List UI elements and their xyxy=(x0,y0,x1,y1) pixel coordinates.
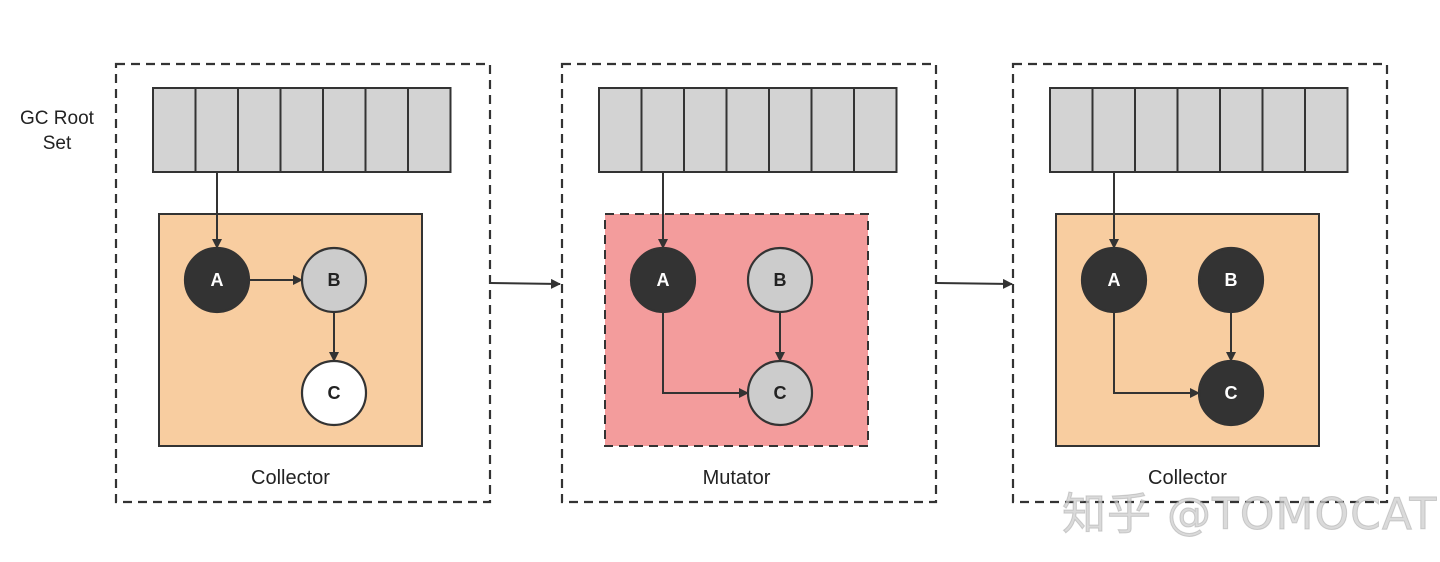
phase-transition-arrow xyxy=(936,278,1013,289)
phase-transition-arrow xyxy=(489,278,561,289)
panel-2: A B C Mutator xyxy=(560,62,938,504)
root-slot xyxy=(322,87,367,173)
reference-arrow-a-to-c xyxy=(1113,312,1200,398)
node-circle xyxy=(300,359,368,427)
root-slot xyxy=(768,87,813,173)
root-slot xyxy=(1049,87,1094,173)
watermark: 知乎 @TOMOCAT xyxy=(1061,489,1438,541)
panel-border xyxy=(560,62,938,504)
node-circle xyxy=(300,246,368,314)
heap-region xyxy=(604,213,869,447)
object-node-c: C xyxy=(300,359,368,427)
root-slot xyxy=(683,87,728,173)
gc-root-set xyxy=(1049,87,1349,173)
gc-root-set xyxy=(152,87,452,173)
node-label: C xyxy=(774,383,787,403)
node-circle xyxy=(746,246,814,314)
root-slot xyxy=(1134,87,1179,173)
root-slot xyxy=(1176,87,1221,173)
node-label: C xyxy=(328,383,341,403)
gc-root-set-label: GC Root Set xyxy=(20,108,94,154)
object-node-a: A xyxy=(1080,246,1148,314)
object-node-a: A xyxy=(629,246,697,314)
panel-caption: Collector xyxy=(1148,467,1227,489)
heap-region xyxy=(1055,213,1320,447)
panel-1: A B C Collector xyxy=(114,62,492,504)
node-circle xyxy=(629,246,697,314)
root-slot xyxy=(152,87,197,173)
node-circle xyxy=(1197,359,1265,427)
root-slot xyxy=(598,87,643,173)
reference-arrow-a-to-c xyxy=(662,312,749,398)
heap-region xyxy=(158,213,423,447)
object-node-b: B xyxy=(300,246,368,314)
root-slot xyxy=(1091,87,1136,173)
panel-caption: Collector xyxy=(251,467,330,489)
root-slot xyxy=(853,87,898,173)
node-circle xyxy=(183,246,251,314)
root-slot xyxy=(279,87,324,173)
root-slot xyxy=(810,87,855,173)
root-slot xyxy=(1304,87,1349,173)
root-slot xyxy=(364,87,409,173)
node-label: A xyxy=(211,270,224,290)
panel-border xyxy=(1011,62,1389,504)
object-node-c: C xyxy=(1197,359,1265,427)
node-label: B xyxy=(774,270,787,290)
root-slot xyxy=(725,87,770,173)
root-slot xyxy=(1219,87,1264,173)
root-slot xyxy=(237,87,282,173)
node-circle xyxy=(1080,246,1148,314)
node-label: A xyxy=(1108,270,1121,290)
node-label: B xyxy=(1225,270,1238,290)
gc-root-set xyxy=(598,87,898,173)
root-slot xyxy=(194,87,239,173)
root-slot xyxy=(640,87,685,173)
node-circle xyxy=(1197,246,1265,314)
object-node-c: C xyxy=(746,359,814,427)
object-node-b: B xyxy=(1197,246,1265,314)
node-label: A xyxy=(657,270,670,290)
root-slot xyxy=(407,87,452,173)
node-circle xyxy=(746,359,814,427)
node-label: B xyxy=(328,270,341,290)
object-node-a: A xyxy=(183,246,251,314)
node-label: C xyxy=(1225,383,1238,403)
root-slot xyxy=(1261,87,1306,173)
panel-3: A B C Collector xyxy=(1011,62,1389,504)
panel-caption: Mutator xyxy=(703,467,771,489)
object-node-b: B xyxy=(746,246,814,314)
